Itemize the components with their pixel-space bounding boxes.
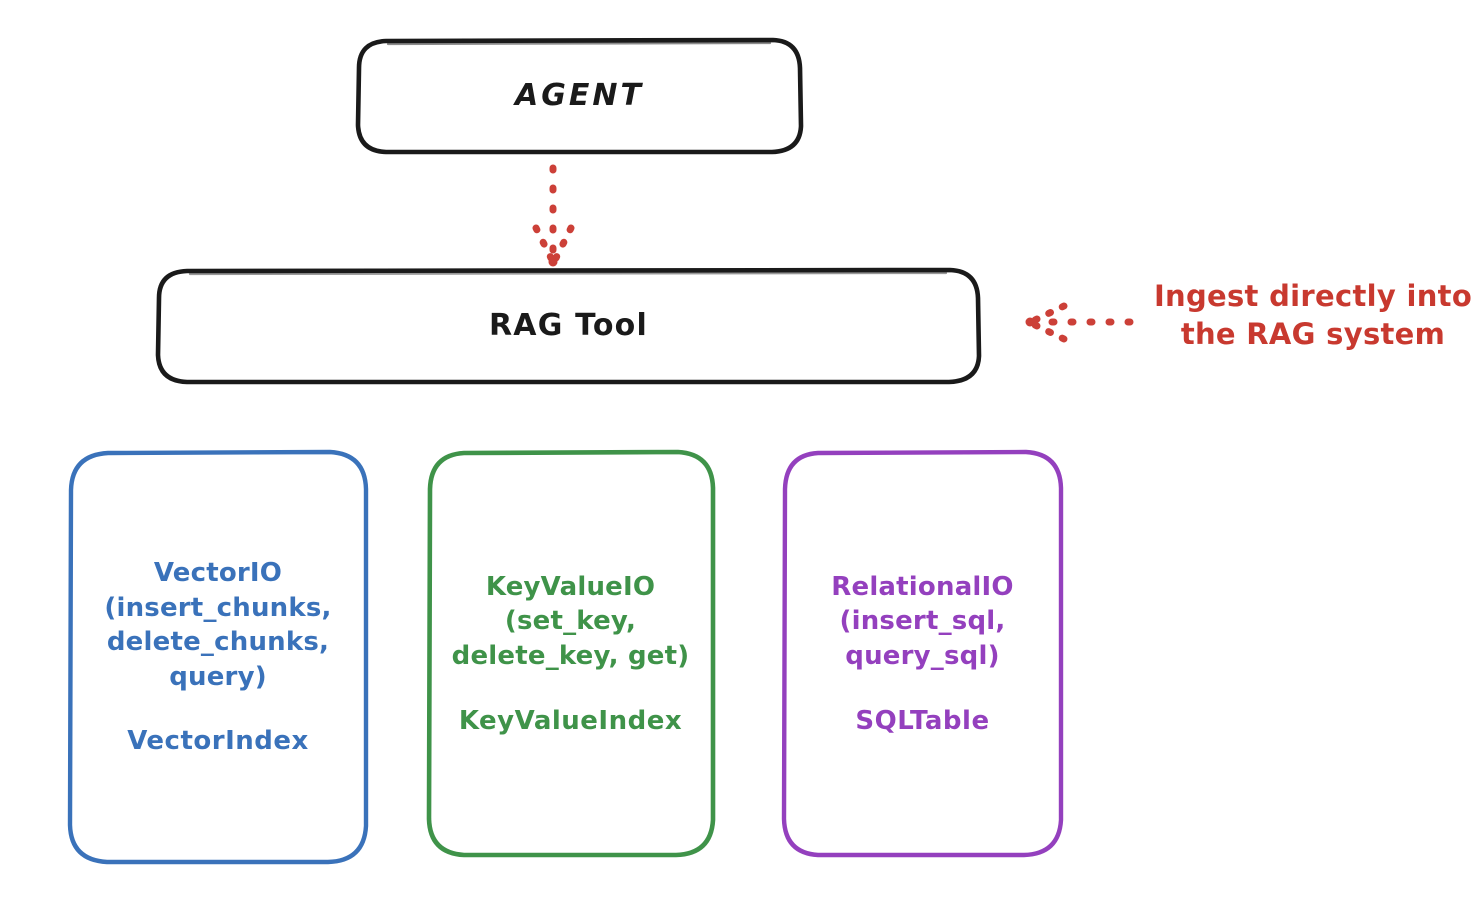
ingest-arrow <box>1025 302 1134 343</box>
keyvalue-io-api: KeyValueIO (set_key, delete_key, get) <box>451 571 690 671</box>
vector-index-label: VectorIndex <box>127 726 309 757</box>
node-vector-io[interactable]: VectorIO (insert_chunks, delete_chunks, … <box>70 452 366 863</box>
node-agent[interactable]: AGENT <box>358 40 801 153</box>
node-keyvalue-io[interactable]: KeyValueIO (set_key, delete_key, get) Ke… <box>428 452 713 856</box>
node-rag-tool[interactable]: RAG Tool <box>158 270 979 383</box>
vectorio-box-outline <box>67 449 369 865</box>
rag-tool-label: RAG Tool <box>489 308 648 344</box>
relationalio-box-outline <box>781 449 1064 858</box>
node-relational-io[interactable]: RelationalIO (insert_sql, query_sql) SQL… <box>785 452 1060 856</box>
ingest-annotation-label: Ingest directly into the RAG system <box>1153 279 1473 351</box>
vector-io-api: VectorIO (insert_chunks, delete_chunks, … <box>104 558 332 692</box>
vector-io-text: VectorIO (insert_chunks, delete_chunks, … <box>94 521 341 793</box>
keyvalue-io-text: KeyValueIO (set_key, delete_key, get) Ke… <box>442 535 700 772</box>
rag-tool-box-outline <box>155 267 982 385</box>
relational-io-api: RelationalIO (insert_sql, query_sql) <box>831 571 1014 671</box>
sql-table-label: SQLTable <box>855 705 990 736</box>
relational-io-text: RelationalIO (insert_sql, query_sql) SQL… <box>821 535 1023 772</box>
keyvalue-index-label: KeyValueIndex <box>458 705 683 736</box>
agent-to-rag-arrow <box>532 164 575 267</box>
keyvalueio-box-outline <box>426 449 716 858</box>
agent-label: AGENT <box>515 78 644 114</box>
agent-box-outline <box>355 37 804 155</box>
